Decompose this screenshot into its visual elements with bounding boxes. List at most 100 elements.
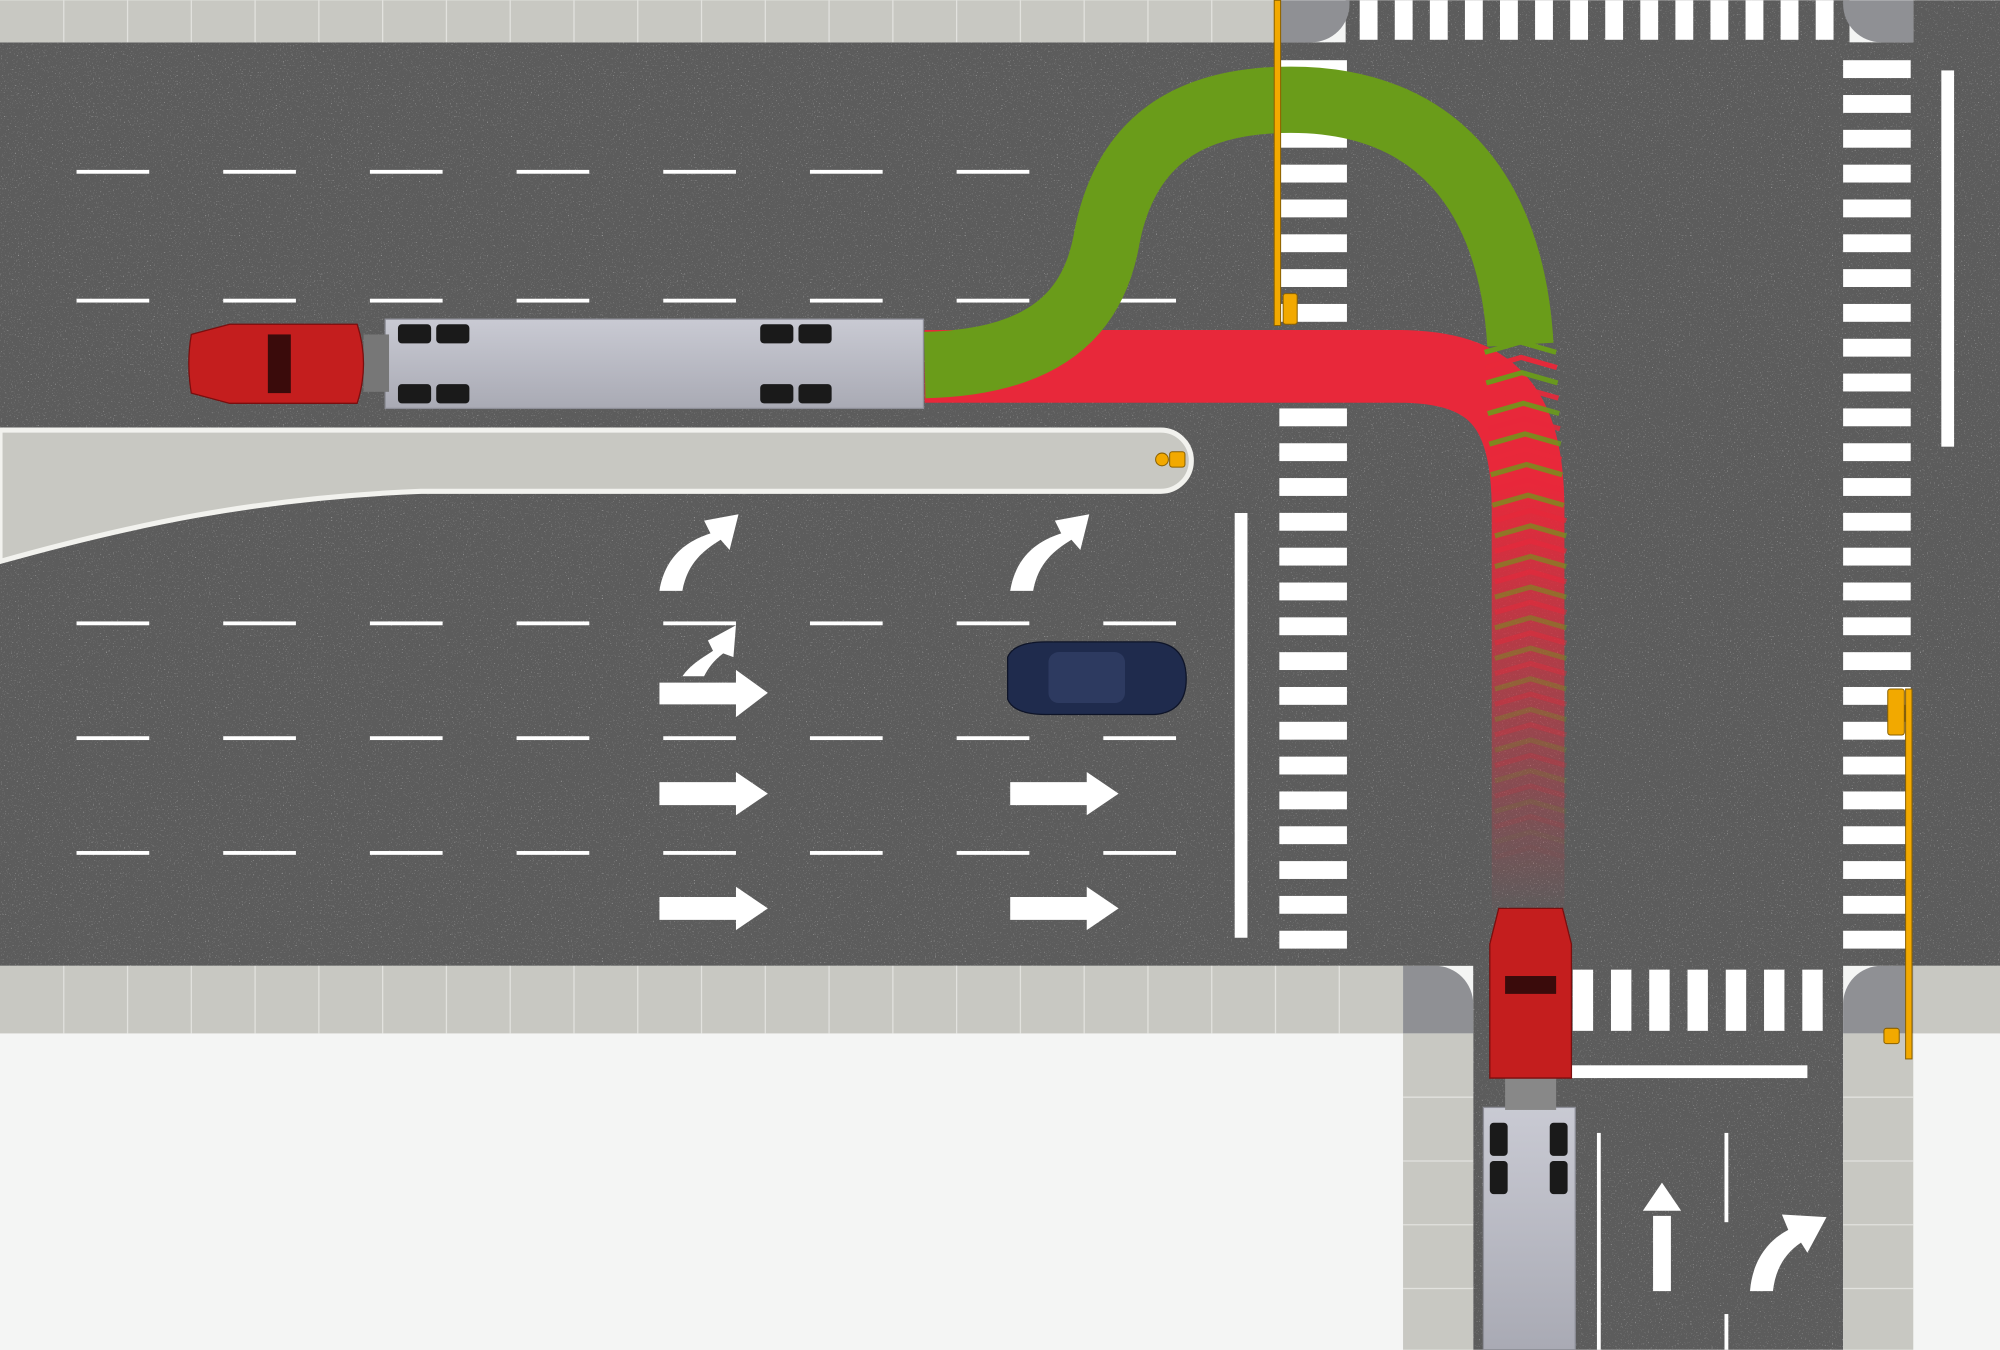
crosswalk-stripe [1843,478,1911,496]
crosswalk-stripe [1610,969,1632,1031]
crosswalk-stripe [1572,969,1594,1031]
straight-arrow [659,886,768,931]
lane-dash [809,298,883,303]
truck-northbound [1482,907,1576,1350]
path-chevron [1494,599,1568,615]
path-chevron [1494,523,1568,539]
crosswalk-stripe [1843,826,1911,845]
crosswalk-stripe [1843,861,1911,879]
lane-dash [663,736,736,741]
crosswalk-stripe [1640,0,1659,40]
cab-windshield [267,334,291,394]
lane-dash [956,851,1030,855]
signal-pole [1273,0,1282,327]
path-chevron [1488,431,1562,447]
crosswalk-stripe [1279,164,1347,183]
path-chevron [1494,553,1568,570]
crosswalk-stripe [1815,0,1834,40]
path-chevron [1494,614,1568,631]
straight-arrow [659,771,768,816]
crosswalk-stripe [1843,756,1911,775]
path-chevron [1494,829,1568,845]
lane-dash [1103,621,1177,626]
lane-dash [223,736,296,741]
crosswalk-stripe [1843,895,1911,914]
path-chevron [1494,783,1568,799]
crosswalk-stripe [1675,0,1694,40]
straight-arrow-north [1642,1182,1682,1292]
lane-dash [516,298,590,303]
path-chevron [1494,507,1568,524]
crosswalk-stripe [1279,756,1347,775]
crosswalk-stripe [1802,969,1823,1031]
traffic-signals [1155,0,1913,1060]
lane-dash [223,169,296,174]
path-chevron [1494,722,1568,738]
path-chevron [1489,446,1563,462]
lane-line-south-2 [1724,1132,1729,1223]
lane-dash [76,298,150,303]
path-chevron [1487,415,1561,432]
curb-ramp-top-right [1843,0,1914,43]
crosswalk-stripe [1279,721,1347,740]
path-chevron [1494,706,1568,723]
crosswalk-stripe [1710,0,1729,40]
crosswalk-stripe [1843,930,1911,949]
crosswalk-stripe [1429,0,1448,40]
curb-ramp-bottom-right [1843,965,1914,1034]
crosswalk-stripe [1843,652,1911,671]
right-turn-arrow [1010,514,1090,591]
right-turn-arrow [659,514,739,591]
straight-right-arrow [659,625,768,718]
stop-line-west [1234,513,1248,938]
path-chevron [1486,385,1560,401]
crosswalk-stripe [1764,969,1785,1031]
crosswalk-stripe [1279,791,1347,810]
lane-dash [663,851,736,855]
lane-dash [516,851,590,855]
crosswalk-stripe [1279,826,1347,845]
crosswalk-stripe [1279,547,1347,566]
trailer-wheels [397,324,832,404]
lane-dash [369,851,443,855]
signal-head [1887,688,1905,736]
right-turn-arrow-north [1750,1214,1827,1292]
path-chevrons [1483,339,1568,845]
straight-arrow [1010,771,1119,816]
path-chevron [1494,584,1568,600]
signal-pole [1905,688,1913,1060]
crosswalk-stripe [1843,791,1911,810]
lane-dash [223,298,296,303]
lane-dash [663,298,736,303]
crosswalk-stripe [1500,0,1518,40]
crosswalk-stripe [1780,0,1799,40]
crosswalk-stripe [1843,234,1911,253]
crosswalk-stripe [1843,443,1911,462]
lane-dash [369,621,443,626]
cab-windshield [1505,976,1557,994]
crosswalk-stripe [1535,0,1553,40]
path-chevron [1494,660,1568,677]
path-chevron [1490,477,1564,493]
lane-dash [956,736,1030,741]
crosswalk-stripe [1687,969,1708,1031]
path-chevron [1485,370,1559,386]
lane-dash [516,736,590,741]
crosswalk-stripe [1279,234,1347,253]
path-chevron [1494,813,1568,830]
path-chevron [1494,737,1568,753]
lane-dash [663,169,736,174]
path-chevron [1494,645,1568,661]
lane-dash [809,851,883,855]
crosswalk-stripe [1843,129,1911,148]
hitch [1505,1078,1557,1110]
crosswalk-stripe [1843,512,1911,531]
crosswalk-stripe [1843,373,1911,392]
lane-dash [1103,851,1177,855]
car-sedan [1007,641,1187,716]
lane-line-south-3 [1724,1314,1729,1350]
signal-head [1883,1027,1900,1045]
stop-line-south [1571,1065,1808,1079]
crosswalk-stripe [1279,512,1347,531]
